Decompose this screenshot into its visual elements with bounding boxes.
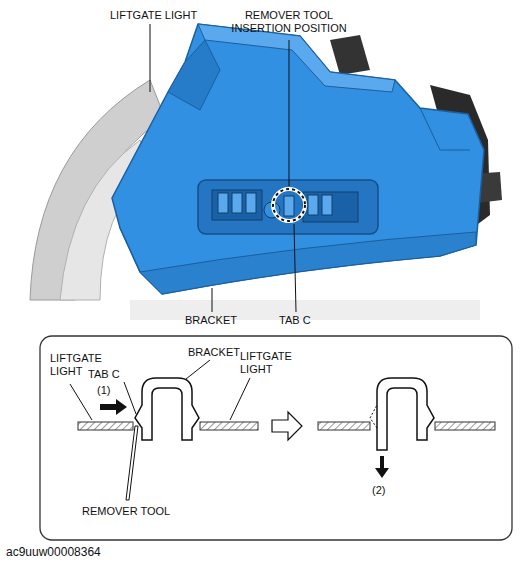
liftgate-light-housing xyxy=(112,24,484,294)
part-label: REMOVER TOOL xyxy=(82,505,170,518)
part-label: LIFTGATE LIGHT xyxy=(240,350,302,376)
callout-number: (1) xyxy=(97,384,110,397)
leader-lines xyxy=(150,24,296,312)
detail-after xyxy=(318,378,495,478)
bracket xyxy=(198,180,378,234)
leader-lines xyxy=(70,360,250,420)
figure-id: ac9uuw00008364 xyxy=(6,545,101,559)
part-label: BRACKET xyxy=(188,346,240,359)
part-label: TAB C xyxy=(88,368,120,381)
part-label: REMOVER TOOL INSERTION POSITION xyxy=(219,9,359,35)
part-label: BRACKET xyxy=(185,314,237,327)
detail-panel xyxy=(40,336,512,540)
transition-arrow xyxy=(272,412,302,440)
callout-number: (2) xyxy=(372,484,385,497)
part-label: TAB C xyxy=(279,314,311,327)
part-label: LIFTGATE LIGHT xyxy=(110,9,197,22)
detail-before xyxy=(78,378,258,500)
